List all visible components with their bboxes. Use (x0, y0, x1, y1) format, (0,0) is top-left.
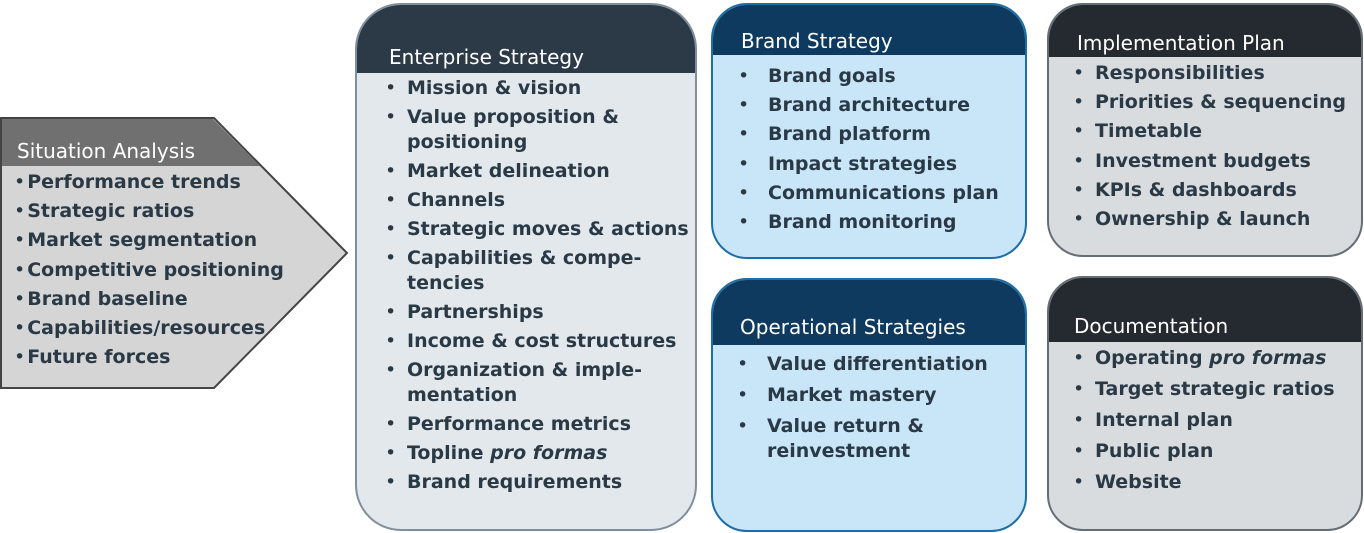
documentation-header (1049, 278, 1361, 342)
list-item: •Market mastery (737, 384, 937, 406)
brand-strategy-title: Brand Strategy (741, 29, 893, 53)
list-item: •Brand monitoring (738, 210, 957, 233)
enterprise-strategy-list: •Mission & vision •Value proposition &po… (385, 76, 689, 495)
documentation-box: Documentation •Operating pro formas •Tar… (1047, 276, 1363, 531)
list-item: •Market delineation (385, 160, 610, 182)
list-item: •Income & cost structures (385, 330, 677, 352)
list-item: •Partnerships (385, 301, 544, 323)
enterprise-strategy-header (357, 5, 695, 73)
implementation-plan-box: Implementation Plan •Responsibilities •P… (1047, 3, 1363, 257)
list-item: •Internal plan (1073, 409, 1233, 431)
situation-arrow-header (2, 119, 260, 166)
list-item: •KPIs & dashboards (1073, 178, 1297, 201)
enterprise-strategy-box: Enterprise Strategy •Mission & vision •V… (355, 3, 697, 531)
list-item: •Brand baseline (14, 287, 188, 310)
list-item: •Strategic ratios (14, 200, 195, 223)
situation-analysis-list: •Performance trends •Strategic ratios •M… (14, 169, 284, 373)
list-item: •Mission & vision (385, 77, 582, 99)
operational-strategies-list: •Value differentiation •Market mastery •… (737, 352, 988, 464)
list-item: •Competitive positioning (14, 258, 284, 281)
documentation-list: •Operating pro formas •Target strategic … (1073, 346, 1335, 495)
list-item: •Capabilities/resources (14, 316, 266, 339)
list-item: •Organization & imple-mentation (385, 359, 643, 406)
implementation-plan-title: Implementation Plan (1077, 31, 1285, 55)
implementation-plan-list: •Responsibilities •Priorities & sequenci… (1073, 61, 1346, 236)
brand-strategy-box: Brand Strategy •Brand goals •Brand archi… (711, 3, 1027, 259)
list-item: •Strategic moves & actions (385, 218, 689, 240)
list-item: •Target strategic ratios (1073, 378, 1335, 400)
list-item: •Brand goals (738, 65, 896, 87)
implementation-plan-header (1049, 5, 1361, 57)
list-item: •Operating pro formas (1073, 347, 1327, 369)
list-item: •Ownership & launch (1073, 207, 1311, 230)
situation-analysis-title: Situation Analysis (17, 139, 196, 163)
list-item: •Communications plan (738, 181, 999, 204)
list-item: •Public plan (1073, 440, 1214, 462)
list-item: •Value differentiation (737, 353, 988, 375)
list-item: •Performance trends (14, 171, 241, 193)
list-item: •Website (1073, 471, 1182, 493)
brand-strategy-header (713, 5, 1025, 55)
operational-strategies-title: Operational Strategies (740, 315, 966, 339)
list-item: •Impact strategies (738, 152, 958, 175)
list-item: •Brand requirements (385, 471, 623, 493)
list-item: •Brand platform (738, 123, 931, 146)
list-item: •Timetable (1073, 120, 1203, 143)
brand-strategy-list: •Brand goals •Brand architecture •Brand … (738, 64, 999, 239)
list-item: •Responsibilities (1073, 62, 1265, 84)
list-item: •Market segmentation (14, 229, 258, 252)
list-item: •Topline pro formas (385, 442, 608, 464)
list-item: •Capabilities & compe-tencies (385, 247, 642, 294)
operational-strategies-header (713, 280, 1025, 345)
list-item: •Performance metrics (385, 413, 632, 435)
documentation-title: Documentation (1074, 314, 1229, 338)
list-item: •Priorities & sequencing (1073, 91, 1346, 114)
operational-strategies-box: Operational Strategies •Value differenti… (711, 278, 1027, 532)
situation-arrow-fill (0, 117, 349, 389)
list-item: •Channels (385, 189, 506, 211)
list-item: •Value return &reinvestment (737, 415, 924, 462)
list-item: •Investment budgets (1073, 149, 1311, 172)
list-item: •Brand architecture (738, 94, 971, 117)
enterprise-strategy-title: Enterprise Strategy (389, 45, 584, 69)
list-item: •Value proposition &positioning (385, 106, 619, 153)
list-item: •Future forces (14, 346, 171, 369)
